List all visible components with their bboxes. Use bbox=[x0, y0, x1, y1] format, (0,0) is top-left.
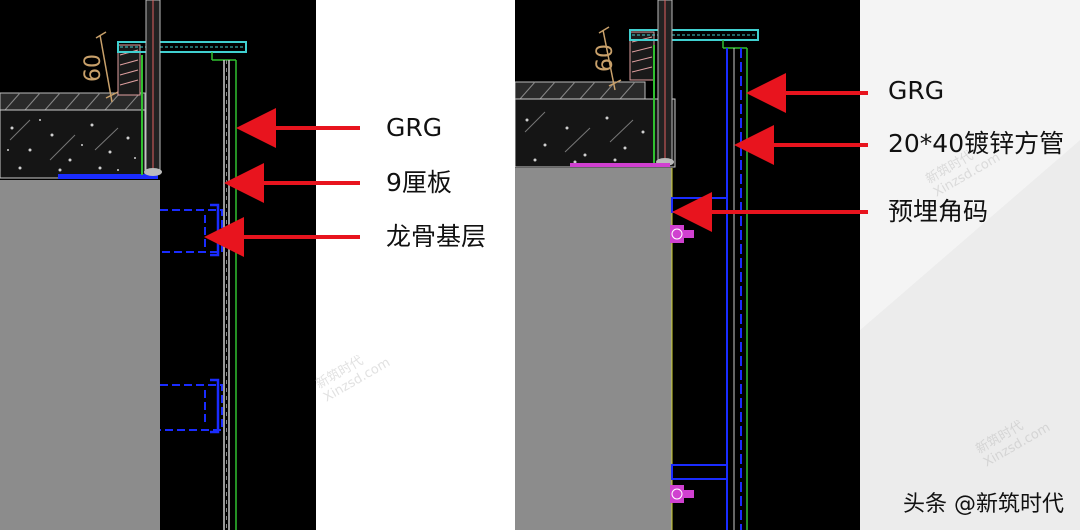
label-left-plywood: 9厘板 bbox=[386, 168, 452, 197]
source-credit: 头条 @新筑时代 bbox=[903, 492, 1064, 517]
label-left-grg: GRG bbox=[386, 113, 443, 142]
dimension-label-right: 60 bbox=[593, 44, 618, 72]
label-right-steel-tube: 20*40镀锌方管 bbox=[888, 129, 1065, 158]
label-left-keel-base: 龙骨基层 bbox=[386, 222, 487, 251]
cad-detail-right: 60 bbox=[515, 0, 860, 530]
cad-drawing-left: 60 bbox=[0, 0, 247, 530]
cad-drawing-right: 60 bbox=[515, 0, 759, 530]
dimension-label-left: 60 bbox=[81, 54, 106, 82]
label-right-embedded-angle: 预埋角码 bbox=[888, 197, 989, 226]
label-right-grg: GRG bbox=[888, 76, 945, 105]
cad-detail-left: 60 bbox=[0, 0, 316, 530]
